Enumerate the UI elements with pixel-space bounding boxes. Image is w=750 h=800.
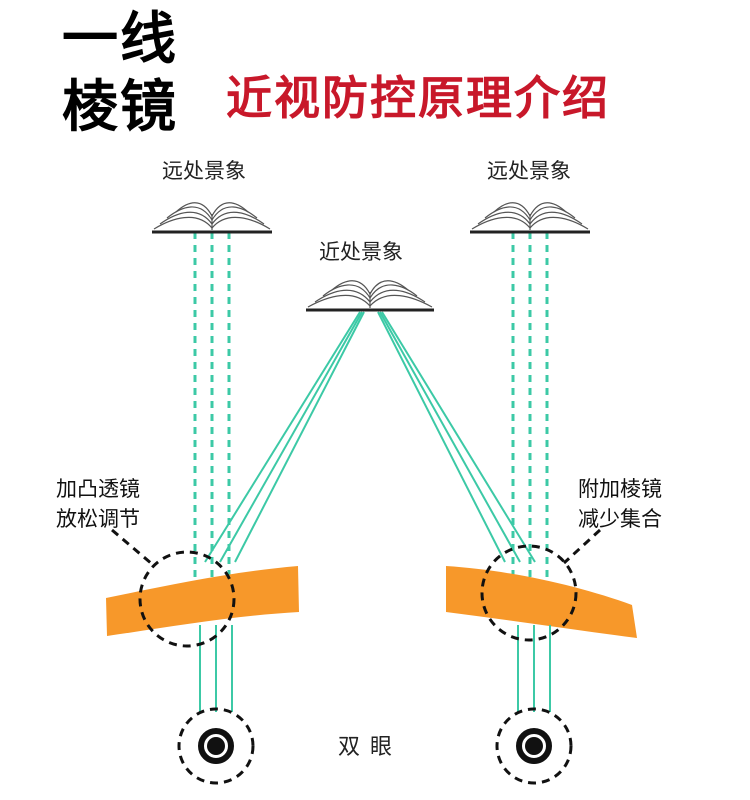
near-ray-left-3 bbox=[234, 311, 365, 563]
left-callout-note: 加凸透镜 放松调节 bbox=[56, 474, 140, 534]
far-left-rays bbox=[193, 232, 231, 612]
left-exit-rays bbox=[199, 625, 233, 712]
near-ray-right-2 bbox=[379, 311, 521, 563]
far-scene-label-left: 远处景象 bbox=[162, 159, 246, 183]
right-lens bbox=[446, 566, 637, 638]
left-lens bbox=[106, 566, 299, 636]
eyes-label: 双眼 bbox=[338, 735, 403, 760]
right-callout-line bbox=[562, 528, 602, 565]
near-ray-left-1 bbox=[204, 311, 361, 563]
near-ray-right-3 bbox=[381, 311, 536, 563]
headline: 近视防控原理介绍 bbox=[226, 71, 610, 125]
near-rays-right bbox=[377, 311, 536, 563]
far-scene-label-right: 远处景象 bbox=[487, 159, 571, 183]
near-scene-label: 近处景象 bbox=[319, 240, 403, 264]
left-callout-line bbox=[111, 528, 153, 566]
near-book-icon bbox=[306, 280, 434, 312]
left-lens-highlight-circle bbox=[138, 550, 236, 648]
left-callout-line-1: 加凸透镜 bbox=[56, 477, 140, 501]
right-callout-note: 附加棱镜 减少集合 bbox=[578, 474, 662, 534]
near-ray-right-1 bbox=[377, 311, 506, 563]
right-callout-line-1: 附加棱镜 bbox=[578, 477, 662, 501]
right-lens-highlight-circle bbox=[480, 544, 578, 642]
right-callout-line-2: 减少集合 bbox=[578, 507, 662, 531]
far-left-book-icon bbox=[152, 202, 272, 234]
near-rays-left bbox=[204, 311, 365, 563]
left-eye-icon bbox=[177, 707, 255, 785]
left-callout-line-2: 放松调节 bbox=[56, 507, 140, 531]
right-eye-icon bbox=[495, 707, 573, 785]
far-right-book-icon bbox=[470, 202, 590, 234]
title-line-2: 棱镜 bbox=[62, 75, 178, 140]
title-line-1: 一线 bbox=[62, 7, 178, 72]
near-ray-left-2 bbox=[219, 311, 363, 563]
